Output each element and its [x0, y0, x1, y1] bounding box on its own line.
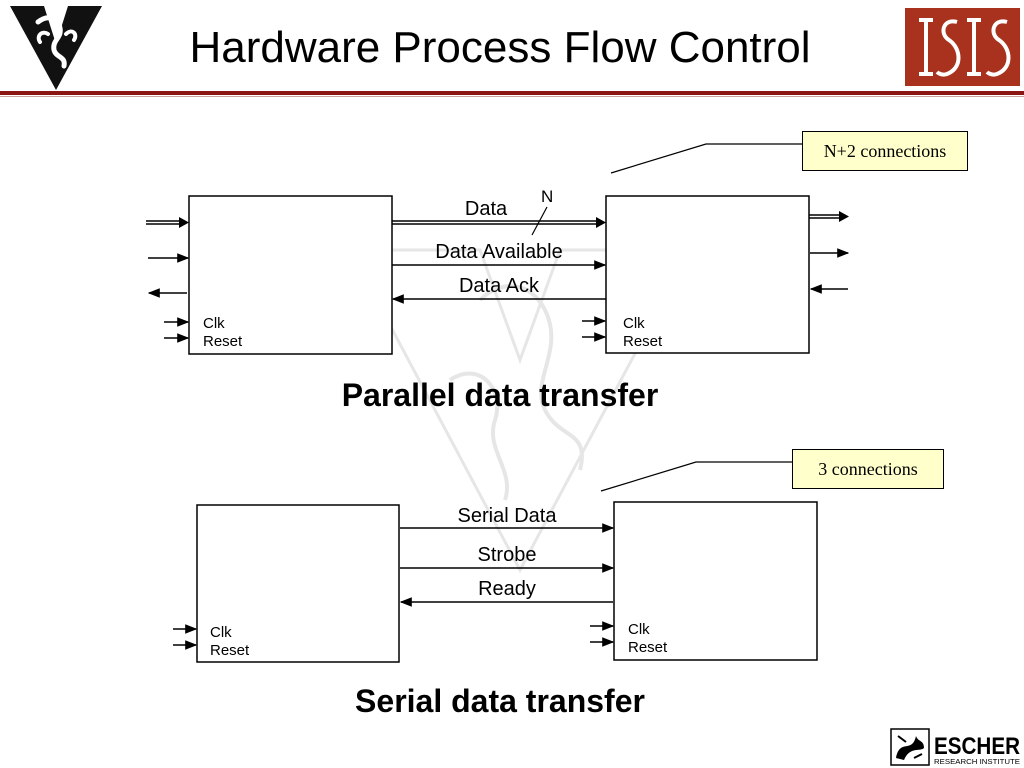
data-available-label: Data Available — [435, 241, 563, 263]
parallel-left-bus-input — [146, 217, 189, 228]
parallel-left-clk-label: Clk — [203, 315, 225, 332]
bus-width-tick — [531, 206, 548, 236]
serial-data-label: Serial Data — [458, 505, 558, 527]
strobe-label: Strobe — [478, 544, 537, 566]
vanderbilt-v-logo — [10, 6, 102, 90]
header-rule — [0, 91, 1024, 95]
isis-logo — [905, 8, 1020, 86]
parallel-connections-callout: N+2 connections — [802, 131, 968, 171]
parallel-left-reset-label: Reset — [203, 333, 243, 350]
data-bus-arrow — [392, 217, 606, 228]
data-label: Data — [465, 198, 508, 220]
ready-label: Ready — [478, 578, 536, 600]
serial-connections-callout: 3 connections — [792, 449, 944, 489]
serial-left-block — [196, 504, 400, 663]
parallel-callout-leader — [610, 143, 802, 174]
data-ack-label: Data Ack — [459, 275, 540, 297]
escher-logo-text: ESCHER — [934, 733, 1020, 760]
parallel-right-clk-label: Clk — [623, 315, 645, 332]
parallel-caption: Parallel data transfer — [341, 377, 659, 413]
serial-caption: Serial data transfer — [355, 683, 645, 719]
watermark-logo — [347, 248, 693, 574]
parallel-right-block — [605, 195, 810, 354]
parallel-right-bus-output — [809, 211, 849, 222]
slide-title: Hardware Process Flow Control — [189, 23, 811, 72]
bus-width-label: N — [541, 187, 553, 206]
serial-right-reset-label: Reset — [628, 639, 668, 656]
header-rule-thin — [0, 96, 1024, 97]
serial-callout-leader — [600, 461, 792, 492]
serial-left-reset-label: Reset — [210, 642, 250, 659]
serial-left-clk-label: Clk — [210, 624, 232, 641]
parallel-right-reset-label: Reset — [623, 333, 663, 350]
serial-right-clk-label: Clk — [628, 621, 650, 638]
parallel-left-block — [188, 195, 393, 355]
escher-logo-subtext: RESEARCH INSTITUTE — [934, 759, 1020, 766]
escher-logo: ESCHER RESEARCH INSTITUTE — [890, 728, 1020, 766]
serial-right-block — [613, 501, 818, 661]
